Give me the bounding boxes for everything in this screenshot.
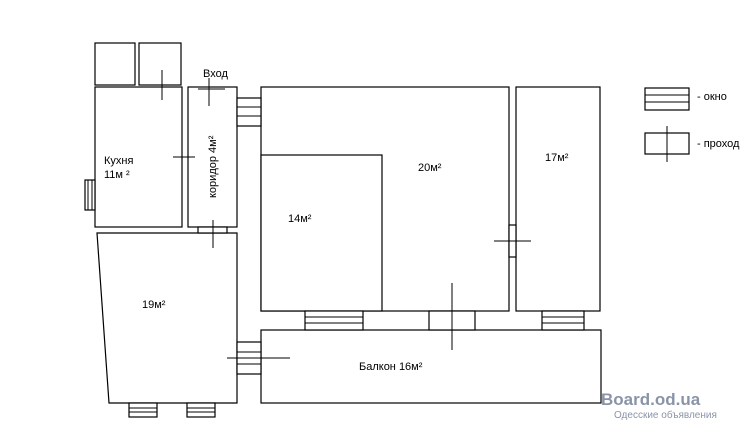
room-19 — [96, 232, 238, 404]
window-room17-bottom — [541, 310, 585, 331]
room-14 — [260, 154, 383, 312]
window-room19-left — [128, 402, 158, 418]
balcony — [260, 329, 602, 404]
legend-window-symbol — [644, 87, 690, 111]
window-kitchen-left — [84, 179, 96, 211]
passage-room19-balcony — [227, 341, 290, 375]
window-room14-bottom — [304, 310, 364, 331]
window-top-gap — [236, 97, 262, 127]
passage-corridor-room19 — [197, 220, 228, 248]
legend-window-label: - окно — [697, 91, 727, 103]
top-block-left — [94, 42, 136, 86]
kitchen-name: Кухня — [104, 155, 133, 167]
balcony-label: Балкон 16м² — [359, 361, 423, 373]
room-17-area: 17м² — [545, 152, 569, 164]
passage-room20-room17 — [494, 224, 531, 258]
passage-entrance — [198, 78, 225, 106]
kitchen-area: 11м ² — [104, 169, 130, 181]
room-17 — [515, 86, 601, 312]
room-20-area: 20м² — [418, 162, 442, 174]
corridor-label: коридор 4м² — [207, 135, 219, 198]
passage-kitchen-corridor — [173, 148, 195, 166]
top-block-right — [138, 42, 182, 86]
entrance-label: Вход — [203, 68, 228, 80]
legend-passage-label: - проход — [697, 138, 740, 150]
corridor-room — [187, 86, 238, 228]
window-room19-right — [186, 402, 216, 418]
watermark-tagline: Одесские объявления — [614, 409, 717, 421]
watermark-site: Board.od.ua — [601, 390, 701, 409]
room-19-area: 19м² — [142, 299, 166, 311]
kitchen-room — [94, 86, 183, 228]
room-14-area: 14м² — [288, 213, 312, 225]
legend-passage-symbol — [644, 126, 690, 162]
